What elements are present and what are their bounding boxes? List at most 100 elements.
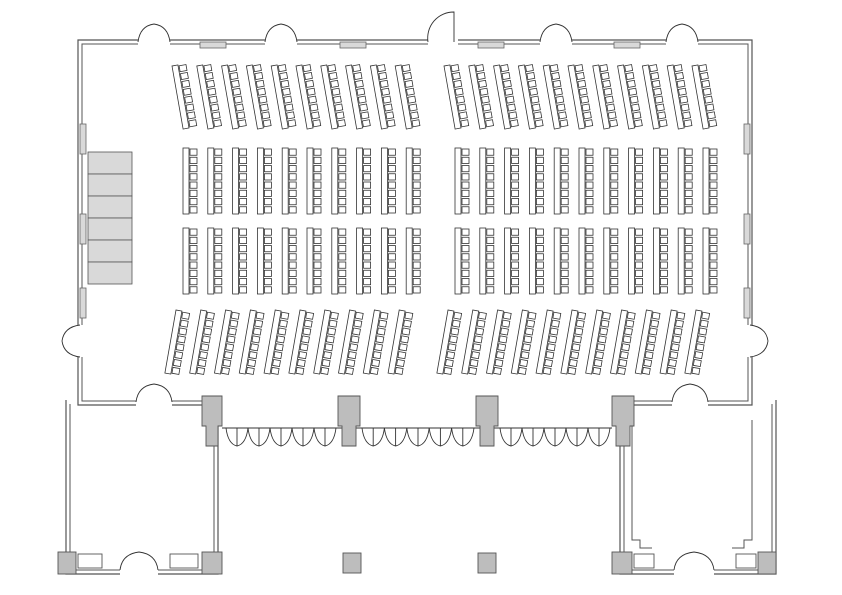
right-room-interior-partition-2	[732, 420, 753, 549]
seat-row	[684, 309, 711, 375]
seat-row	[592, 64, 618, 130]
chair	[248, 351, 258, 360]
chair	[709, 165, 718, 173]
column-left-room-2	[201, 551, 223, 575]
chair	[460, 119, 470, 128]
seat-row	[196, 64, 222, 130]
stage-panel	[87, 173, 133, 197]
seat-row	[461, 309, 487, 375]
chair	[447, 343, 457, 352]
chair	[536, 228, 544, 236]
seat-row	[578, 147, 594, 215]
table	[238, 309, 257, 375]
chair	[403, 319, 412, 328]
chair	[354, 79, 364, 88]
chair	[279, 71, 289, 81]
chair	[610, 228, 619, 236]
chair	[412, 278, 421, 286]
chair	[189, 173, 198, 181]
chair	[338, 228, 347, 236]
lobby-door	[499, 427, 523, 447]
chair	[679, 95, 689, 104]
seating-layout	[164, 64, 718, 375]
chair	[468, 366, 478, 375]
chair	[660, 278, 668, 286]
chair	[206, 79, 216, 88]
chair	[603, 87, 613, 96]
chair	[709, 181, 718, 189]
chair	[536, 269, 544, 277]
pilaster-top-4	[613, 41, 641, 49]
chair	[560, 253, 569, 261]
chair	[500, 327, 509, 336]
chair	[602, 311, 611, 320]
seat-row	[295, 64, 322, 130]
chair	[560, 165, 569, 173]
seat-row	[356, 227, 372, 295]
chair	[387, 156, 396, 164]
chair	[239, 278, 248, 286]
chair	[461, 198, 470, 206]
table	[182, 147, 190, 215]
chair	[283, 95, 293, 104]
chair	[698, 327, 708, 336]
building-walls	[65, 38, 777, 576]
chair	[349, 343, 359, 352]
seat-row	[380, 147, 396, 215]
chair	[214, 269, 223, 277]
table	[617, 64, 636, 130]
chair	[347, 351, 357, 360]
table	[702, 147, 710, 215]
table	[585, 309, 604, 375]
chair	[239, 236, 248, 244]
chair	[203, 64, 213, 73]
chair	[288, 236, 297, 244]
chair	[189, 198, 198, 206]
chair	[607, 111, 617, 120]
table	[207, 227, 215, 295]
chair	[660, 181, 668, 189]
chair	[660, 245, 668, 253]
seat-row	[345, 64, 371, 130]
door-swing-top-1	[137, 23, 171, 43]
left-door-gap	[75, 325, 85, 357]
seat-row	[232, 147, 248, 215]
chair	[228, 64, 238, 73]
chair	[660, 165, 668, 173]
pilaster-top-3	[477, 41, 505, 49]
table	[331, 147, 339, 215]
chair	[444, 359, 454, 368]
table	[553, 227, 561, 295]
chair	[313, 198, 322, 206]
seat-row	[578, 227, 594, 295]
chair	[560, 228, 569, 236]
chair	[239, 156, 248, 164]
seat-row	[493, 64, 519, 130]
chair	[599, 327, 609, 336]
chair	[363, 189, 372, 197]
table	[306, 227, 314, 295]
column-left-room-1	[57, 551, 77, 575]
chair	[651, 79, 661, 88]
chair	[610, 253, 619, 261]
chair	[552, 79, 562, 88]
door-swing-top-3	[427, 11, 455, 43]
chair	[272, 359, 281, 368]
chair	[245, 366, 255, 375]
top-door-gap-1	[138, 38, 170, 47]
lobby-door	[361, 427, 385, 447]
chair	[560, 261, 569, 269]
seat-row	[653, 227, 668, 295]
chair	[677, 87, 687, 96]
chair	[250, 343, 259, 352]
chair	[585, 206, 594, 214]
chair	[486, 286, 495, 294]
chair	[472, 343, 482, 352]
chair	[387, 173, 396, 181]
chair	[453, 79, 463, 88]
chair	[553, 87, 563, 96]
chair	[691, 366, 701, 375]
chair	[560, 236, 569, 244]
chair	[486, 181, 495, 189]
chair	[263, 156, 272, 164]
